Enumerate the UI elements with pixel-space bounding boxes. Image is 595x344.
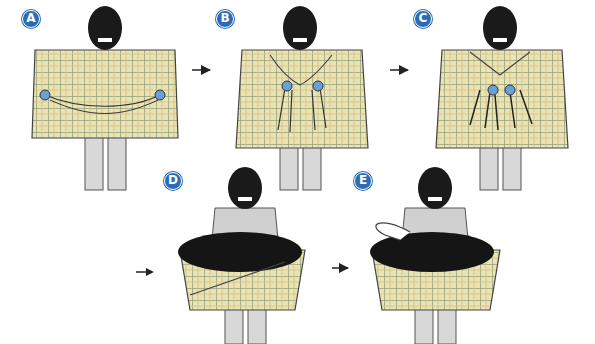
step-arrow: [192, 69, 210, 71]
figure-a: [32, 6, 178, 190]
step-arrow: [390, 69, 408, 71]
figure-d: [178, 167, 305, 344]
step-letter: C: [414, 10, 432, 28]
figure-c: [436, 6, 568, 190]
step-panel: E: [350, 166, 522, 316]
step-panel: D: [160, 166, 330, 316]
step-arrow: [332, 267, 348, 269]
step-panel: A: [18, 4, 190, 154]
figure-b: [236, 6, 368, 190]
row-arrow: [136, 268, 154, 276]
figure-e: [370, 167, 500, 344]
step-letter: D: [164, 172, 182, 190]
step-letter: E: [354, 172, 372, 190]
step-letter: B: [216, 10, 234, 28]
step-panel: B: [212, 4, 388, 154]
step-letter: A: [22, 10, 40, 28]
step-panel: C: [410, 4, 590, 154]
